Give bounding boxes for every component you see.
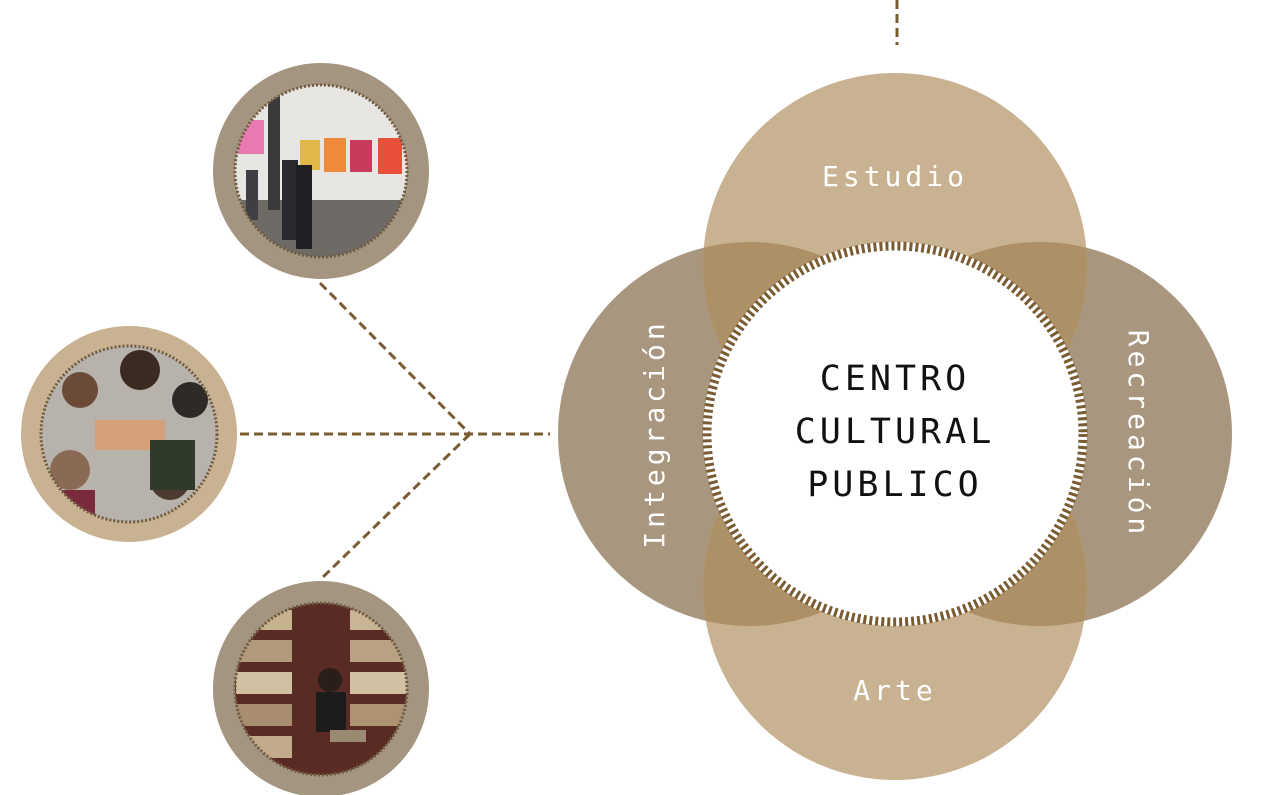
center-title-line-1: CENTRO — [820, 359, 970, 399]
petal-label-left: Integración — [638, 319, 671, 548]
petal-label-top: Estudio — [822, 160, 968, 193]
center-circle: CENTRO CULTURAL PUBLICO — [702, 241, 1088, 627]
upper-branch-line — [318, 281, 472, 436]
center-title-line-2: CULTURAL — [795, 412, 996, 452]
group-hands-photo — [21, 326, 237, 542]
exhibition-photo — [213, 63, 429, 279]
connector-lines — [240, 0, 899, 582]
petal-label-right: Recreación — [1122, 330, 1155, 539]
center-dotted-border — [702, 241, 1088, 627]
center-title-line-3: PUBLICO — [807, 465, 983, 505]
petal-label-bottom: Arte — [853, 674, 936, 707]
lower-branch-line — [318, 432, 472, 582]
library-photo — [213, 581, 429, 795]
